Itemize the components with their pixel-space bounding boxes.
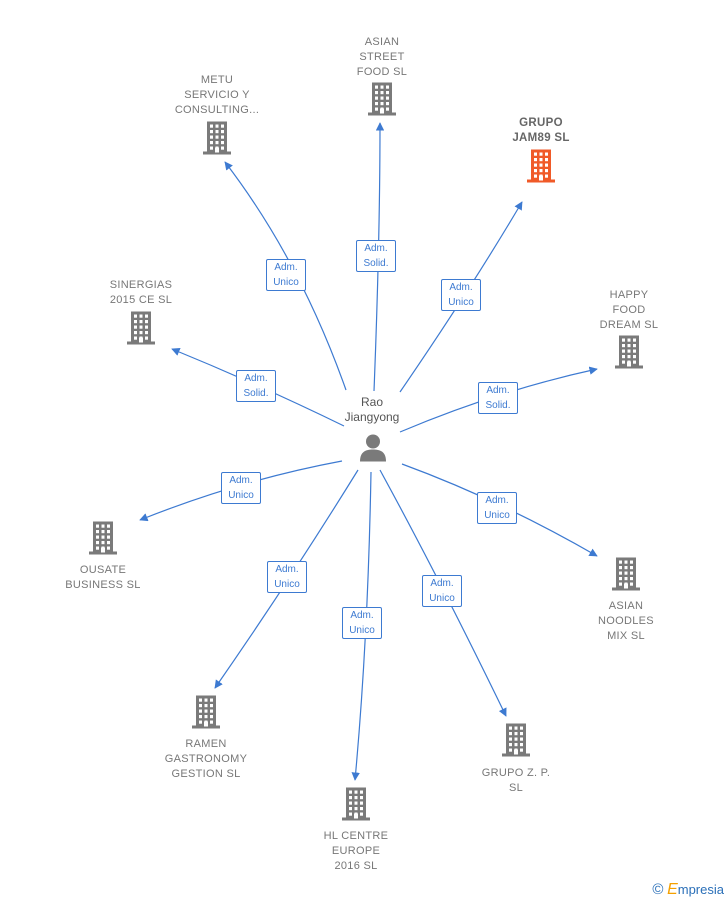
empresia-brand: © Empresia — [652, 881, 724, 899]
company-label-ramen-gastronomy-gestion-sl[interactable]: RAMEN GASTRONOMY GESTION SL — [164, 738, 248, 780]
building-icon[interactable] — [614, 335, 644, 374]
building-icon[interactable] — [126, 311, 156, 350]
relation-badge: Adm. Unico — [477, 492, 517, 524]
brand-name: mpresia — [677, 882, 724, 897]
company-label-grupo-z-p-sl[interactable]: GRUPO Z. P. SL — [481, 767, 551, 794]
building-icon[interactable] — [367, 82, 397, 121]
brand-e: E — [667, 881, 678, 898]
company-label-ousate-business-sl[interactable]: OUSATE BUSINESS SL — [65, 564, 141, 591]
building-icon[interactable] — [88, 521, 118, 560]
person-icon[interactable] — [358, 433, 388, 468]
building-icon[interactable] — [341, 787, 371, 826]
relation-badge: Adm. Solid. — [236, 370, 276, 402]
relation-badge: Adm. Unico — [267, 561, 307, 593]
relation-badge: Adm. Unico — [221, 472, 261, 504]
company-label-sinergias-2015-ce-sl[interactable]: SINERGIAS 2015 CE SL — [109, 279, 173, 306]
company-label-metu-servicio-y-consulting[interactable]: METU SERVICIO Y CONSULTING... — [174, 74, 260, 116]
relation-badge: Adm. Unico — [441, 279, 481, 311]
company-label-hl-centre-europe-2016-sl[interactable]: HL CENTRE EUROPE 2016 SL — [323, 830, 389, 872]
building-icon[interactable] — [191, 695, 221, 734]
relation-badge: Adm. Solid. — [478, 382, 518, 414]
copyright-symbol: © — [652, 881, 664, 898]
building-icon[interactable] — [202, 121, 232, 160]
company-label-asian-street-food-sl[interactable]: ASIAN STREET FOOD SL — [356, 36, 408, 78]
building-icon[interactable] — [501, 723, 531, 762]
building-icon[interactable] — [611, 557, 641, 596]
company-label-asian-noodles-mix-sl[interactable]: ASIAN NOODLES MIX SL — [598, 600, 654, 642]
relation-badge: Adm. Solid. — [356, 240, 396, 272]
relation-badge: Adm. Unico — [422, 575, 462, 607]
relation-badge: Adm. Unico — [266, 259, 306, 291]
company-label-happy-food-dream-sl[interactable]: HAPPY FOOD DREAM SL — [599, 289, 659, 331]
relation-badge: Adm. Unico — [342, 607, 382, 639]
center-person-label: Rao Jiangyong — [344, 395, 400, 424]
building-icon[interactable] — [526, 149, 556, 188]
company-label-grupo-jam89-sl[interactable]: GRUPO JAM89 SL — [512, 117, 570, 144]
